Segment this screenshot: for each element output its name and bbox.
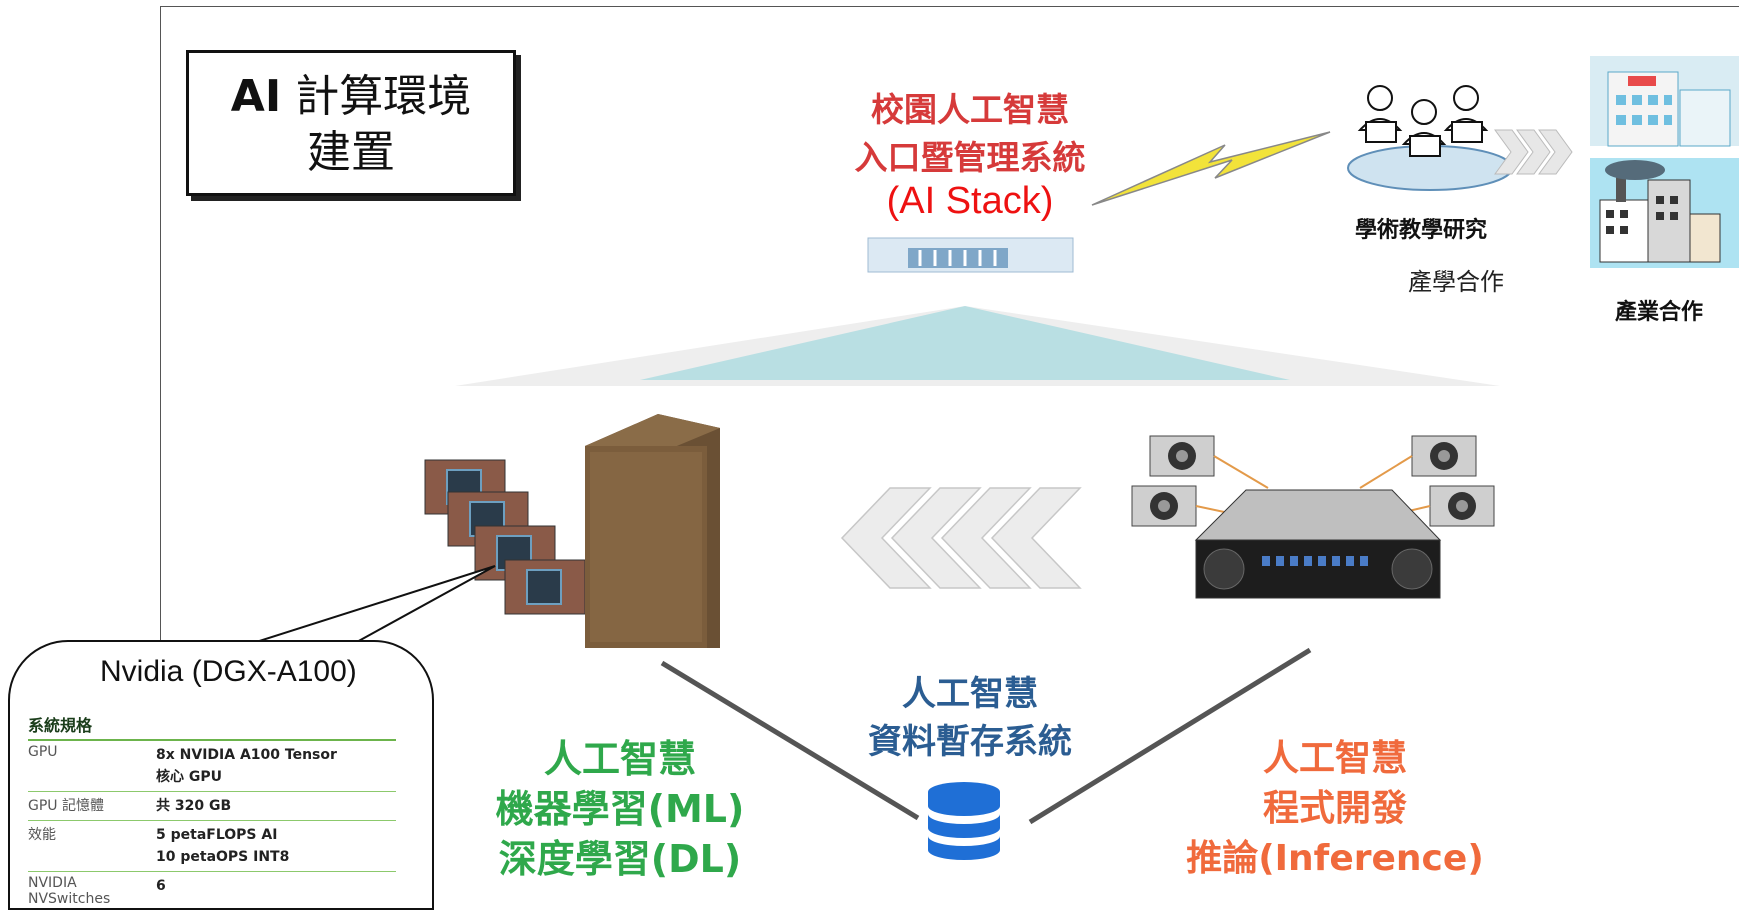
spec-value: 共 320 GB [156,798,232,814]
spec-key: GPU 記憶體 [28,798,104,814]
spec-key: NVIDIA NVSwitches [28,875,111,907]
spec-header: 系統規格 [28,712,396,741]
database-icon [928,782,1000,860]
users-cloud-icon [1347,85,1513,191]
spec-row: NVIDIA NVSwitches 6 [28,872,396,910]
gpu-card-icon [1131,435,1495,527]
pyramid-teal [640,306,1290,380]
inference-line1: 人工智慧 [1262,738,1407,779]
lightning-icon [1091,131,1331,206]
storage-line1: 人工智慧 [902,674,1038,714]
diagram-frame [160,6,1739,890]
v-line-left [660,660,920,821]
academic-label: 學術教學研究 [1355,218,1488,243]
title-rest: 計算環境 [281,71,472,122]
industry-label: 產業合作 [1615,300,1704,325]
spec-key: GPU [28,744,58,760]
hospital-icon [1590,56,1739,147]
ml-line3: 深度學習(DL) [498,837,742,881]
portal-line2: 入口暨管理系統 [854,138,1086,177]
title-box: AI 計算環境 建置 [186,50,516,196]
portal-stack-label: (AI Stack) [886,180,1054,222]
spec-key: 效能 [28,827,56,843]
spec-value: 6 [156,878,166,894]
ml-line1: 人工智慧 [543,737,696,781]
callout-title: Nvidia (DGX-A100) [100,655,357,688]
inference-line3: 推論(Inference) [1186,838,1484,879]
ml-line2: 機器學習(ML) [495,787,745,831]
workstation-icon [585,414,720,648]
callout-pointer [252,565,496,644]
factory-icon [1590,158,1739,268]
storage-line2: 資料暫存系統 [868,722,1072,762]
rack-server-icon [1194,489,1442,599]
spec-row: GPU 記憶體 共 320 GB [28,792,396,821]
inference-line2: 程式開發 [1262,788,1407,829]
industry-academic-label: 產學合作 [1408,268,1504,296]
chevron-arrows-icon [840,487,1082,589]
portal-line1: 校園人工智慧 [871,90,1069,129]
gpu-module-stack-icon [424,459,586,615]
chevron-right-small-icon [1494,129,1573,175]
server-appliance-icon [867,237,1074,273]
title-line2: 建置 [307,127,395,178]
v-line-right [1028,647,1312,825]
title-bold: AI [230,71,282,122]
